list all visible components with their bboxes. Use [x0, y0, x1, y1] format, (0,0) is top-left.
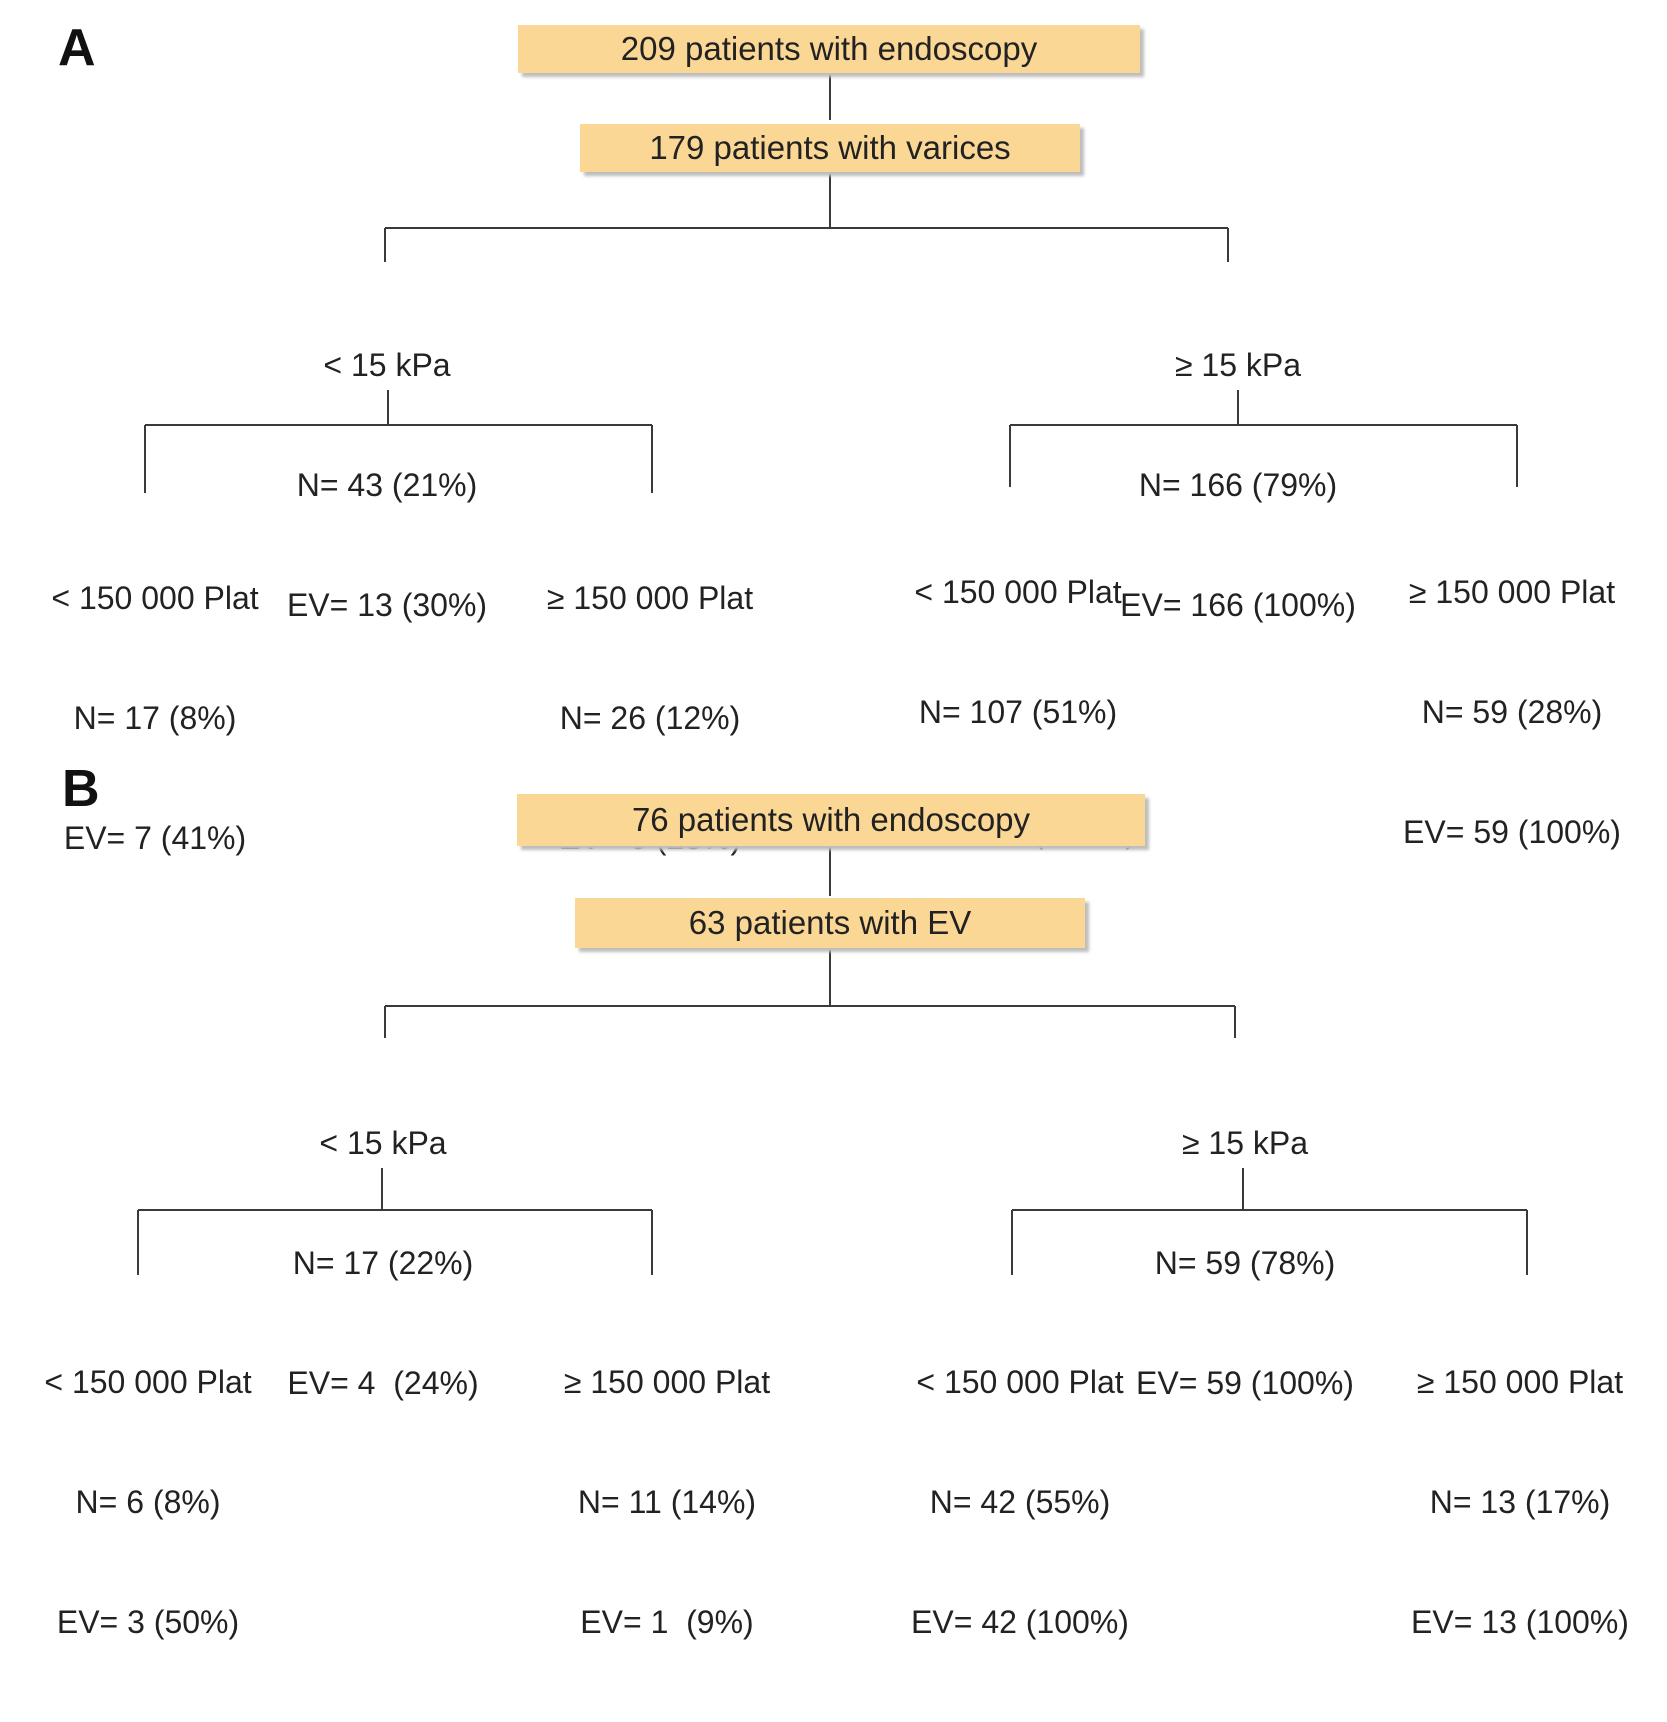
node-label: ≥ 150 000 Plat	[1408, 574, 1616, 610]
node-label: < 15 kPa	[323, 347, 451, 383]
node-label: < 150 000 Plat	[44, 1364, 252, 1400]
leaf-node: ≥ 150 000 Plat N= 59 (28%) EV= 59 (100%)	[1302, 492, 1667, 932]
node-ev: EV= 166 (100%)	[1120, 587, 1356, 623]
branch-node-left: < 15 kPa N= 17 (22%) EV= 4 (24%)	[173, 1043, 593, 1483]
node-n: N= 26 (12%)	[559, 700, 741, 736]
root-box: 76 patients with endoscopy	[517, 794, 1145, 846]
node-n: N= 59 (78%)	[1154, 1245, 1336, 1281]
node-label: < 150 000 Plat	[914, 574, 1122, 610]
node-n: N= 42 (55%)	[929, 1484, 1111, 1520]
node-n: N= 43 (21%)	[296, 467, 478, 503]
node-label: ≥ 150 000 Plat	[1416, 1364, 1624, 1400]
second-box: 63 patients with EV	[575, 898, 1085, 948]
node-ev: EV= 59 (100%)	[1403, 814, 1621, 850]
node-label: ≥ 15 kPa	[1174, 347, 1302, 383]
panel-letter: A	[58, 19, 96, 77]
leaf-node: < 150 000 Plat N= 42 (55%) EV= 42 (100%)	[810, 1282, 1230, 1722]
panel-letter: B	[62, 760, 100, 818]
branch-node-right: ≥ 15 kPa N= 59 (78%) EV= 59 (100%)	[1035, 1043, 1455, 1483]
node-n: N= 166 (79%)	[1138, 467, 1338, 503]
node-ev: EV= 42 (100%)	[911, 1604, 1129, 1640]
node-ev: EV= 13 (100%)	[1411, 1604, 1629, 1640]
leaf-node: < 150 000 Plat N= 17 (8%) EV= 7 (41%)	[0, 498, 365, 938]
branch-node-left: < 15 kPa N= 43 (21%) EV= 13 (30%)	[177, 265, 597, 705]
flowchart-panel-b: B 76 patients with endoscopy 63 patients…	[0, 763, 1667, 1640]
second-box: 179 patients with varices	[580, 124, 1080, 172]
node-label: ≥ 150 000 Plat	[546, 580, 754, 616]
node-label: ≥ 15 kPa	[1181, 1125, 1309, 1161]
node-label: < 15 kPa	[319, 1125, 447, 1161]
node-ev: EV= 13 (30%)	[286, 587, 488, 623]
node-label: < 150 000 Plat	[51, 580, 259, 616]
node-ev: EV= 4 (24%)	[287, 1365, 479, 1401]
node-label: < 150 000 Plat	[916, 1364, 1124, 1400]
node-ev: EV= 7 (41%)	[63, 820, 247, 856]
leaf-node: ≥ 150 000 Plat N= 13 (17%) EV= 13 (100%)	[1310, 1282, 1667, 1722]
node-label: ≥ 150 000 Plat	[563, 1364, 771, 1400]
node-n: N= 59 (28%)	[1421, 694, 1603, 730]
node-n: N= 6 (8%)	[75, 1484, 221, 1520]
branch-node-right: ≥ 15 kPa N= 166 (79%) EV= 166 (100%)	[1028, 265, 1448, 705]
root-box: 209 patients with endoscopy	[518, 25, 1140, 73]
leaf-node: < 150 000 Plat N= 6 (8%) EV= 3 (50%)	[0, 1282, 358, 1722]
flowchart-panel-a: A 209 patients with endoscopy 179 patien…	[0, 0, 1667, 856]
node-n: N= 13 (17%)	[1429, 1484, 1611, 1520]
node-ev: EV= 59 (100%)	[1136, 1365, 1354, 1401]
node-ev: EV= 3 (50%)	[56, 1604, 240, 1640]
node-n: N= 17 (8%)	[73, 700, 237, 736]
node-n: N= 107 (51%)	[918, 694, 1118, 730]
node-n: N= 17 (22%)	[292, 1245, 474, 1281]
